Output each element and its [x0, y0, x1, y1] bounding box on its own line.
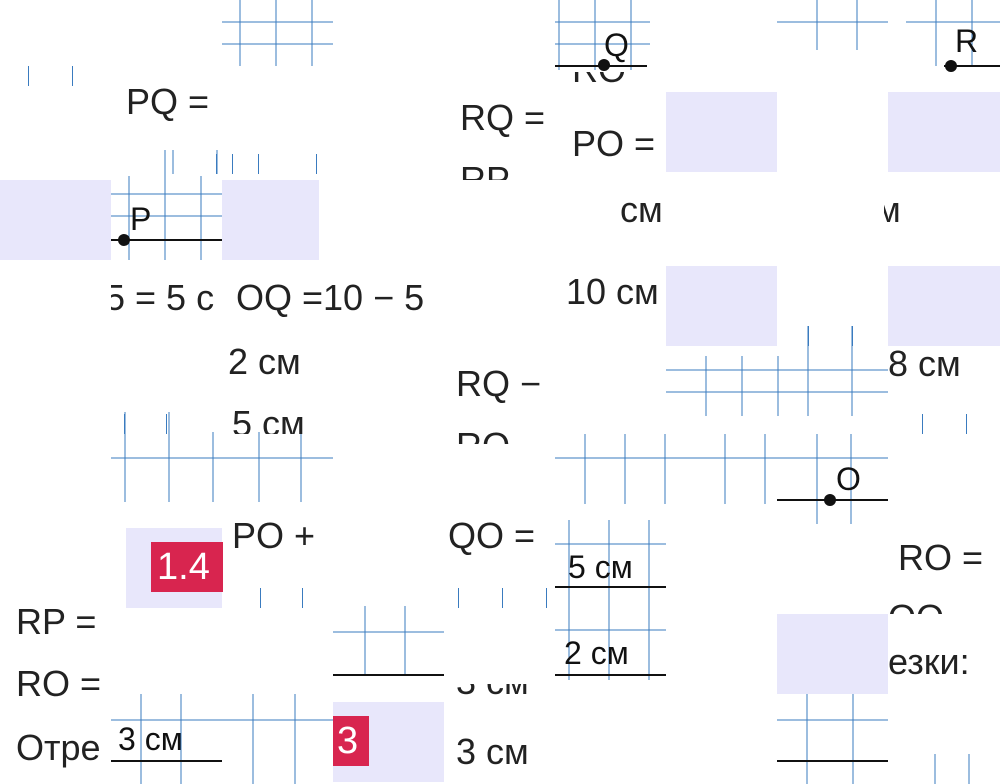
score-badge: 3 — [333, 716, 369, 766]
grid-fragment — [777, 694, 1000, 784]
grid-fragment — [666, 326, 888, 416]
score-badge: 1.4 — [151, 542, 223, 592]
grid-tick — [124, 414, 125, 434]
grid-tick — [216, 154, 217, 174]
point-q-label: Q — [604, 27, 629, 63]
grid-tick — [232, 154, 233, 174]
text-fragment: 3 см — [456, 684, 555, 704]
grid-fragment — [222, 0, 333, 66]
text-fragment: RP = — [16, 601, 97, 641]
eq-rq: RQ = — [460, 97, 546, 138]
eq-rq-minus: RQ − — [456, 363, 542, 404]
eq-ro-left: RO = — [16, 663, 102, 704]
point-p-label: P — [130, 201, 152, 237]
segment-line — [111, 239, 222, 241]
text-fragment: 10 см — [566, 271, 659, 312]
blank-value-2cm: 2 см — [564, 635, 629, 671]
eq-pq: PQ = — [126, 81, 210, 122]
point-o-label: O — [836, 461, 861, 497]
answer-box[interactable] — [222, 180, 319, 260]
text-fragment: RP — [460, 160, 555, 180]
eq-ro-right: RO = — [898, 537, 984, 578]
text-ezki: езки: — [888, 641, 970, 682]
answer-box[interactable] — [888, 266, 1000, 346]
text-fragment: см — [620, 189, 663, 230]
text-fragment: QO = — [448, 515, 536, 556]
grid-tick — [72, 66, 73, 86]
answer-line — [333, 674, 444, 676]
grid-tick — [966, 414, 967, 434]
segment-line — [944, 65, 1000, 67]
point-q-dot — [598, 59, 610, 71]
grid-fragment — [555, 520, 666, 680]
answer-box[interactable] — [888, 92, 1000, 172]
grid-tick — [852, 326, 853, 346]
text-fragment: 2 см — [228, 341, 301, 381]
blank-value-3cm: 3 см — [118, 721, 183, 757]
grid-tick — [458, 588, 459, 608]
text-fragment: 5 = 5 с — [111, 277, 215, 318]
eq-po-plus: PO + — [232, 515, 316, 556]
text-fragment: OQ =10 − 5 — [236, 277, 425, 318]
eq-po: PO = — [572, 123, 656, 164]
text-fragment: OO — [888, 598, 1000, 614]
grid-tick — [166, 414, 167, 434]
answer-line — [555, 586, 666, 588]
text-otre: Отре — [16, 727, 101, 768]
grid-tick — [922, 414, 923, 434]
value-8cm: 8 см — [888, 343, 961, 384]
text-fragment: RO — [572, 72, 666, 92]
grid-fragment — [906, 0, 1000, 66]
grid-fragment — [555, 0, 650, 70]
grid-tick — [546, 588, 547, 608]
grid-tick — [28, 66, 29, 86]
answer-line — [777, 760, 888, 762]
grid-fragment — [111, 694, 333, 784]
grid-fragment — [555, 434, 888, 524]
grid-fragment — [777, 0, 888, 50]
grid-tick — [260, 588, 261, 608]
answer-box[interactable] — [777, 614, 888, 694]
blank-value-5cm: 5 см — [568, 549, 633, 585]
point-p-dot — [118, 234, 130, 246]
value-3cm: 3 см — [456, 731, 529, 772]
grid-tick — [258, 154, 259, 174]
grid-fragment — [111, 150, 222, 260]
grid-fragment — [333, 606, 444, 676]
answer-line — [111, 760, 222, 762]
point-o-dot — [824, 494, 836, 506]
grid-tick — [316, 154, 317, 174]
point-r-dot — [945, 60, 957, 72]
text-fragment: м — [884, 189, 901, 230]
answer-box[interactable] — [666, 92, 777, 172]
answer-box[interactable] — [0, 180, 111, 260]
text-fragment: RO — [456, 430, 555, 444]
grid-tick — [302, 588, 303, 608]
grid-tick — [808, 326, 809, 346]
text-fragment: 5 см — [232, 404, 305, 434]
answer-line — [555, 674, 666, 676]
point-r-label: R — [955, 23, 979, 59]
grid-fragment — [111, 412, 333, 502]
grid-tick — [502, 588, 503, 608]
answer-box[interactable] — [666, 266, 777, 346]
